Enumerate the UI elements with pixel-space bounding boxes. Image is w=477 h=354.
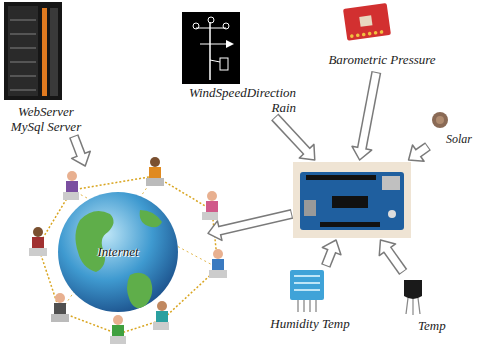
node-label: Solar <box>446 132 472 147</box>
light-sensor-illustration <box>432 112 448 128</box>
sensor-node: WebServer MySql Server <box>2 2 94 136</box>
block-arrow <box>208 214 292 241</box>
arrow-inner <box>326 249 332 265</box>
sensor-node: Barometric Pressure <box>318 2 448 72</box>
sensor-node <box>292 160 412 240</box>
block-arrow <box>275 117 315 160</box>
humidity-sensor-illustration <box>290 270 324 312</box>
node-label: Temp <box>418 318 446 333</box>
node-label: Humidity Temp <box>254 316 366 331</box>
arrow-inner <box>275 118 308 153</box>
server-illustration <box>4 2 62 100</box>
block-arrow <box>379 240 403 272</box>
node-label: WindSpeedDirection Rain <box>164 85 296 115</box>
block-arrow <box>352 72 376 160</box>
arrow-inner <box>218 214 291 231</box>
pressure-sensor-illustration <box>343 3 391 41</box>
node-label: Barometric Pressure <box>318 52 446 67</box>
node-label: Internet <box>30 244 206 259</box>
internet-illustration <box>29 157 227 344</box>
sensor-node: Solar <box>428 108 474 152</box>
sensor-node: Temp <box>396 272 456 336</box>
node-label: WebServer MySql Server <box>2 104 90 134</box>
block-arrow <box>322 240 341 266</box>
arrow-inner <box>386 248 402 271</box>
wind-station-illustration <box>182 12 240 84</box>
sensor-node: WindSpeedDirection Rain <box>150 10 300 117</box>
arrow-inner <box>417 147 428 154</box>
block-arrow <box>72 136 91 166</box>
sensor-node: Internet <box>30 166 208 342</box>
block-arrow <box>409 145 428 161</box>
temperature-sensor-illustration <box>404 280 422 315</box>
arrow-inner <box>361 73 376 150</box>
arduino-illustration <box>293 162 411 238</box>
arrow-inner <box>74 137 82 157</box>
sensor-node: Humidity Temp <box>254 266 368 340</box>
